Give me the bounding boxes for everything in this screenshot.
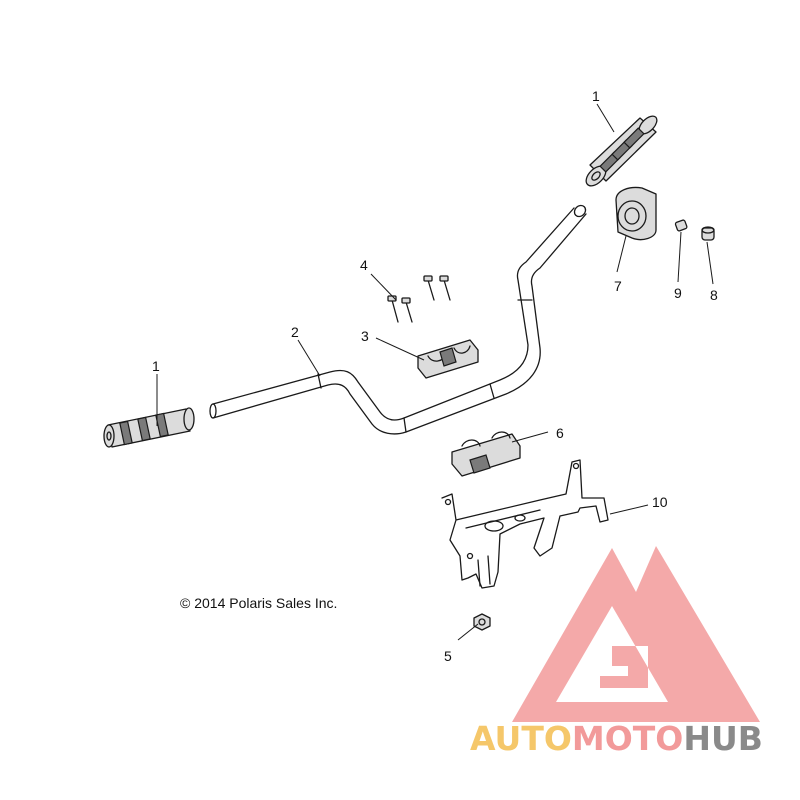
mounting-bracket	[441, 459, 609, 589]
callout-1-left-grip: 1	[152, 358, 160, 374]
callout-7-throttle: 7	[614, 278, 622, 294]
callout-1-right-grip: 1	[592, 88, 600, 104]
watermark-wordmark: AUTOMOTOHUB	[470, 719, 763, 758]
watermark-word-hub: HUB	[683, 719, 763, 758]
callout-9-fitting: 9	[674, 285, 682, 301]
throttle-housing	[615, 186, 657, 241]
callout-2-handlebar: 2	[291, 324, 299, 340]
bolts	[387, 275, 451, 323]
callout-8-fitting: 8	[710, 287, 718, 303]
svg-text:AUTOMOTOHUB: AUTOMOTOHUB	[470, 719, 763, 758]
leader-lines	[156, 103, 714, 641]
watermark-word-moto: MOTO	[572, 719, 683, 758]
watermark-logo	[512, 546, 760, 722]
small-fittings	[674, 219, 715, 241]
copyright-notice: © 2014 Polaris Sales Inc.	[180, 595, 337, 611]
callout-3-upper-clamp: 3	[361, 328, 369, 344]
watermark-word-auto: AUTO	[470, 719, 572, 758]
lower-clamp	[451, 431, 521, 477]
callout-5-nut: 5	[444, 648, 452, 664]
handlebar	[209, 204, 587, 435]
callout-4-bolts: 4	[360, 257, 368, 273]
callouts: 1 1 2 3 4 5 6 7 8 9 10	[152, 88, 718, 664]
upper-clamp	[417, 339, 479, 379]
left-grip	[103, 407, 195, 448]
callout-6-lower-clamp: 6	[556, 425, 564, 441]
nut	[473, 613, 491, 631]
callout-10-bracket: 10	[652, 494, 668, 510]
right-grip	[585, 115, 658, 187]
